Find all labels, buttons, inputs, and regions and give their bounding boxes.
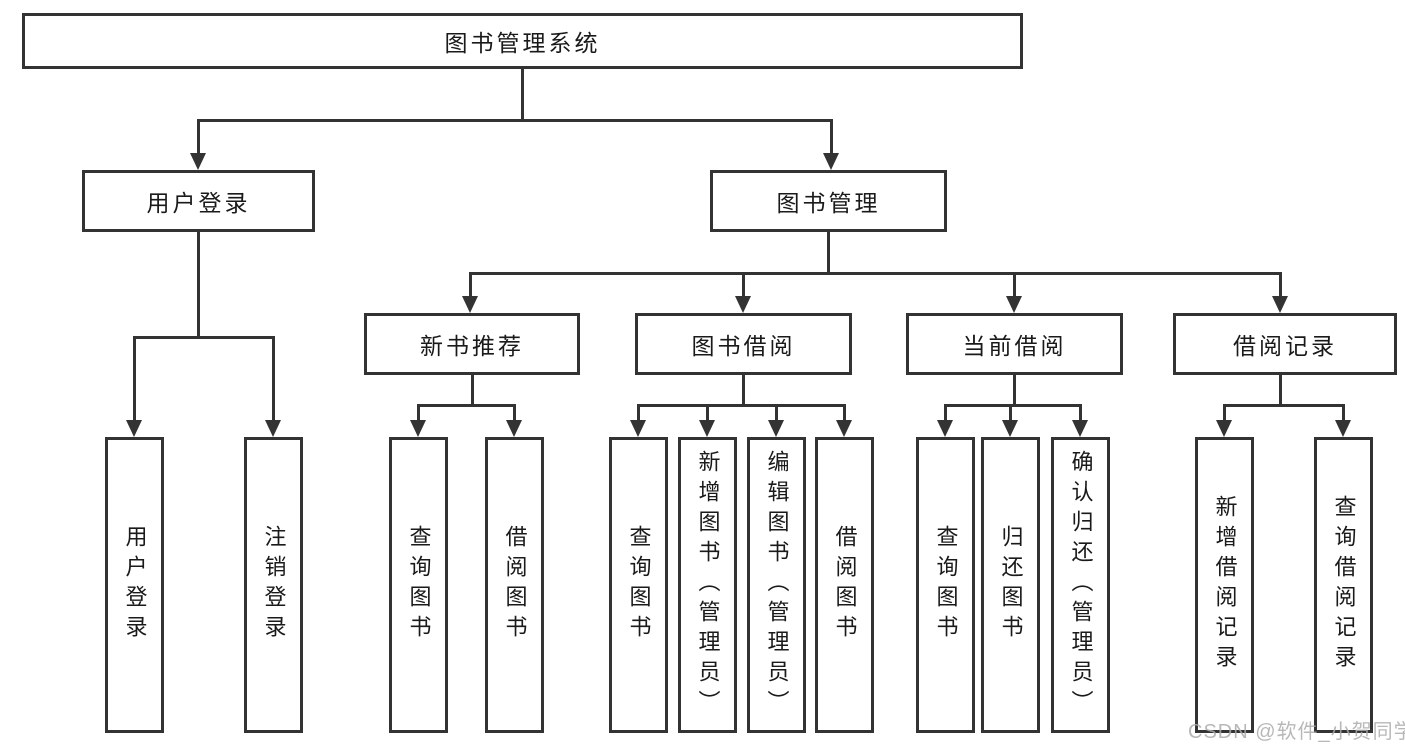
- connector-line: [775, 405, 778, 424]
- node-current-borrowing: 当前借阅: [906, 313, 1123, 375]
- leaf-query-borrow-record: 查询借阅记录: [1314, 437, 1373, 733]
- leaf-query-books-recommend: 查询图书: [389, 437, 448, 733]
- leaf-query-books-current: 查询图书: [916, 437, 975, 733]
- node-label: 用户登录: [146, 190, 251, 216]
- node-book-management: 图书管理: [710, 170, 947, 232]
- arrowhead-down-icon: [699, 420, 715, 437]
- watermark: CSDN @软件_小贺同学: [1188, 721, 1405, 743]
- connector-line: [827, 231, 830, 275]
- connector-line: [469, 272, 1282, 275]
- arrowhead-down-icon: [836, 420, 852, 437]
- connector-line: [417, 404, 516, 407]
- leaf-label: 确认归还（管理员）: [1068, 450, 1094, 720]
- leaf-label: 新增借阅记录: [1212, 495, 1238, 675]
- leaf-label: 用户登录: [122, 525, 148, 645]
- node-label: 当前借阅: [962, 333, 1067, 359]
- arrowhead-down-icon: [1216, 420, 1232, 437]
- leaf-label: 借阅图书: [832, 525, 858, 645]
- leaf-label: 编辑图书（管理员）: [764, 450, 790, 720]
- leaf-label: 查询图书: [933, 525, 959, 645]
- arrowhead-down-icon: [630, 420, 646, 437]
- connector-line: [1013, 374, 1016, 407]
- arrowhead-down-icon: [1335, 420, 1351, 437]
- leaf-label: 借阅图书: [502, 525, 528, 645]
- arrowhead-down-icon: [1072, 420, 1088, 437]
- leaf-add-book-admin: 新增图书（管理员）: [678, 437, 737, 733]
- connector-line: [944, 405, 947, 424]
- connector-line: [417, 405, 420, 424]
- arrowhead-down-icon: [1002, 420, 1018, 437]
- connector-line: [830, 120, 833, 157]
- leaf-borrow-books-borrowing: 借阅图书: [815, 437, 874, 733]
- connector-line: [742, 374, 745, 407]
- connector-line: [1279, 273, 1282, 300]
- connector-line: [133, 337, 136, 424]
- arrowhead-down-icon: [937, 420, 953, 437]
- connector-line: [197, 120, 200, 157]
- leaf-add-borrow-record: 新增借阅记录: [1195, 437, 1254, 733]
- connector-line: [1342, 405, 1345, 424]
- node-library-management-system: 图书管理系统: [22, 13, 1023, 69]
- arrowhead-down-icon: [1272, 296, 1288, 313]
- arrowhead-down-icon: [265, 420, 281, 437]
- connector-line: [843, 405, 846, 424]
- arrowhead-down-icon: [410, 420, 426, 437]
- leaf-return-book: 归还图书: [981, 437, 1040, 733]
- connector-line: [742, 273, 745, 300]
- leaf-user-login: 用户登录: [105, 437, 164, 733]
- connector-line: [637, 404, 846, 407]
- connector-line: [706, 405, 709, 424]
- leaf-query-books-borrowing: 查询图书: [609, 437, 668, 733]
- connector-line: [521, 69, 524, 121]
- arrowhead-down-icon: [1006, 296, 1022, 313]
- connector-line: [471, 374, 474, 407]
- connector-line: [944, 404, 1082, 407]
- connector-line: [469, 273, 472, 300]
- leaf-label: 注销登录: [261, 525, 287, 645]
- leaf-borrow-books-recommend: 借阅图书: [485, 437, 544, 733]
- connector-line: [1223, 404, 1345, 407]
- arrowhead-down-icon: [735, 296, 751, 313]
- connector-line: [272, 337, 275, 424]
- arrowhead-down-icon: [126, 420, 142, 437]
- connector-line: [197, 231, 200, 339]
- connector-line: [1079, 405, 1082, 424]
- leaf-label: 新增图书（管理员）: [695, 450, 721, 720]
- arrowhead-down-icon: [190, 153, 206, 170]
- connector-line: [1279, 374, 1282, 407]
- arrowhead-down-icon: [823, 153, 839, 170]
- leaf-confirm-return-admin: 确认归还（管理员）: [1051, 437, 1110, 733]
- connector-line: [637, 405, 640, 424]
- node-label: 图书管理: [776, 190, 881, 216]
- arrowhead-down-icon: [768, 420, 784, 437]
- node-label: 图书借阅: [691, 333, 796, 359]
- node-user-login: 用户登录: [82, 170, 315, 232]
- connector-line: [197, 119, 833, 122]
- node-borrowing-records: 借阅记录: [1173, 313, 1397, 375]
- connector-line: [1009, 405, 1012, 424]
- leaf-logout: 注销登录: [244, 437, 303, 733]
- leaf-label: 归还图书: [998, 525, 1024, 645]
- node-label: 图书管理系统: [444, 30, 601, 56]
- node-label: 新书推荐: [420, 333, 524, 359]
- leaf-label: 查询图书: [406, 525, 432, 645]
- node-label: 借阅记录: [1233, 333, 1337, 359]
- connector-line: [1223, 405, 1226, 424]
- leaf-label: 查询图书: [626, 525, 652, 645]
- node-new-book-recommendation: 新书推荐: [364, 313, 580, 375]
- connector-line: [513, 405, 516, 424]
- node-book-borrowing: 图书借阅: [635, 313, 852, 375]
- connector-line: [1013, 273, 1016, 300]
- connector-line: [133, 336, 275, 339]
- arrowhead-down-icon: [462, 296, 478, 313]
- arrowhead-down-icon: [506, 420, 522, 437]
- leaf-label: 查询借阅记录: [1331, 495, 1357, 675]
- leaf-edit-book-admin: 编辑图书（管理员）: [747, 437, 806, 733]
